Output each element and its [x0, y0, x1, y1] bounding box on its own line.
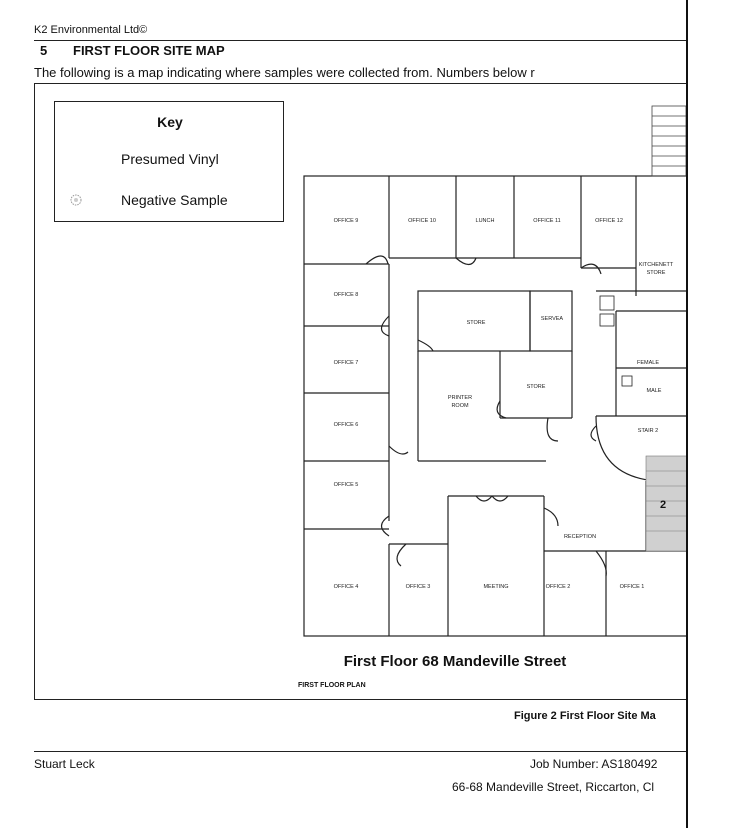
legend-title: Key [157, 114, 183, 130]
room-office-3: OFFICE 3 [406, 584, 431, 590]
room-female: FEMALE [637, 360, 659, 366]
room-office-1: OFFICE 1 [620, 584, 645, 590]
legend-item-presumed-vinyl: Presumed Vinyl [121, 151, 219, 167]
floor-plan-title: First Floor 68 Mandeville Street [343, 653, 567, 670]
room-office-6: OFFICE 6 [334, 422, 359, 428]
room-office-9: OFFICE 9 [334, 218, 359, 224]
sample-number-2: 2 [660, 499, 666, 511]
room-male: MALE [647, 388, 662, 394]
room-office-10: OFFICE 10 [408, 218, 436, 224]
section-title: FIRST FLOOR SITE MAP [73, 43, 225, 58]
header-rule [34, 40, 686, 41]
floor-plan-label: FIRST FLOOR PLAN [298, 682, 366, 689]
negative-sample-icon [70, 194, 82, 206]
floor-plan: OFFICE 9 OFFICE 10 LUNCH OFFICE 11 OFFIC… [303, 105, 688, 637]
room-stair-2: STAIR 2 [638, 428, 658, 434]
company-name: K2 Environmental Ltd© [34, 24, 148, 36]
room-office-7: OFFICE 7 [334, 360, 359, 366]
room-store: STORE [467, 320, 486, 326]
intro-text: The following is a map indicating where … [34, 65, 535, 80]
room-office-12: OFFICE 12 [595, 218, 623, 224]
site-address: 66-68 Mandeville Street, Riccarton, Cl [452, 780, 655, 794]
room-printer: PRINTER [448, 395, 472, 401]
section-number: 5 [40, 43, 48, 58]
room-kitchenette: KITCHENETT [639, 262, 674, 268]
figure-caption: Figure 2 First Floor Site Ma [514, 710, 656, 722]
author-name: Stuart Leck [34, 757, 95, 771]
footer-rule [34, 751, 686, 752]
job-number: Job Number: AS180492 [530, 757, 658, 771]
map-frame [34, 83, 686, 700]
room-office-5: OFFICE 5 [334, 482, 359, 488]
legend-box: Key Presumed Vinyl Negative Sample [54, 101, 284, 222]
room-meeting: MEETING [483, 584, 508, 590]
room-office-4: OFFICE 4 [334, 584, 359, 590]
room-office-8: OFFICE 8 [334, 292, 359, 298]
room-lunch: LUNCH [476, 218, 495, 224]
room-printer-2: ROOM [451, 403, 469, 409]
room-office-11: OFFICE 11 [533, 218, 560, 224]
page-edge [686, 0, 688, 828]
legend-item-negative-sample: Negative Sample [121, 192, 228, 208]
room-store-2: STORE [527, 384, 546, 390]
room-store-small: STORE [647, 270, 666, 276]
room-servea: SERVEA [541, 316, 564, 322]
room-reception: RECEPTION [564, 534, 596, 540]
room-office-2: OFFICE 2 [546, 584, 571, 590]
